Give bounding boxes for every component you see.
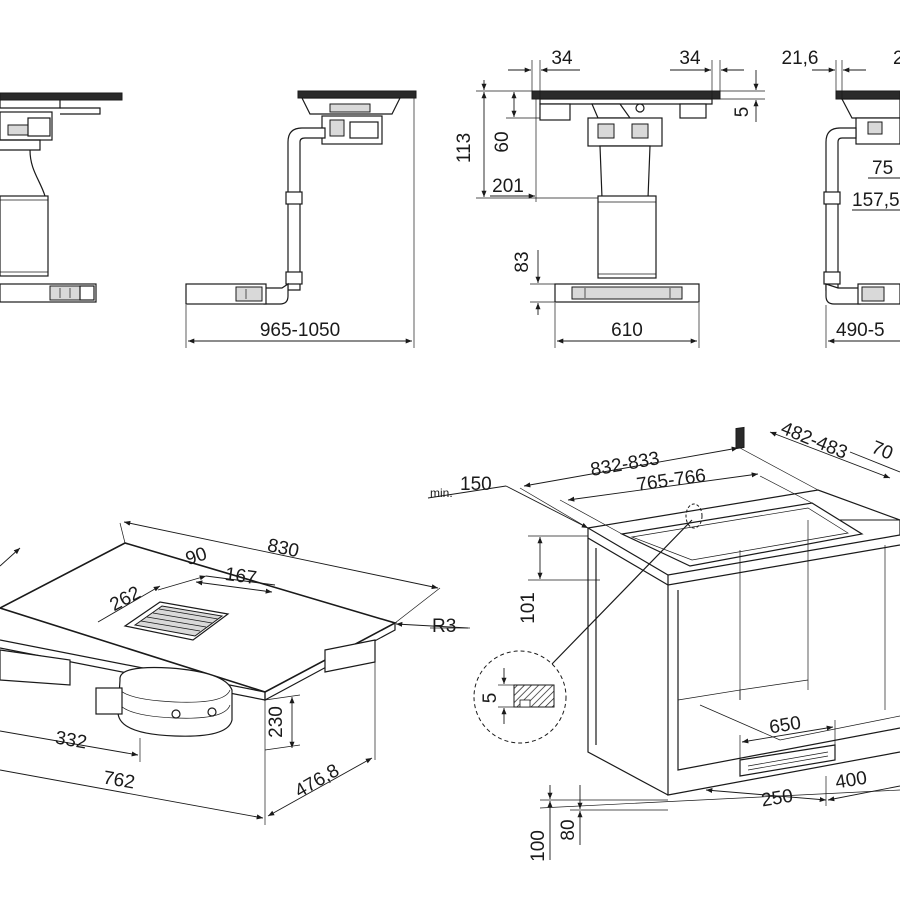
- dim-label-650: 650: [768, 713, 803, 739]
- dim-label-60: 60: [492, 131, 513, 152]
- view-side-right: [823, 90, 900, 305]
- dim-label-101: 101: [518, 592, 539, 624]
- dim-label-34-right: 34: [679, 48, 701, 69]
- view-cabinet-iso: [473, 426, 900, 796]
- dim-label-100: 100: [528, 830, 549, 862]
- dim-label-150: 150: [460, 474, 492, 495]
- dim-label-830: 830: [265, 535, 300, 562]
- dims-cabinet: [427, 431, 900, 860]
- dim-965-1050: [185, 98, 415, 348]
- dim-label-5-top: 5: [732, 107, 753, 118]
- dim-label-201: 201: [492, 176, 524, 197]
- dim-label-34-left: 34: [551, 48, 573, 69]
- view-front-left: [0, 92, 123, 303]
- dim-label-965-1050: 965-1050: [260, 320, 340, 341]
- dim-label-r3: R3: [432, 616, 456, 637]
- dim-label-5-detail: 5: [480, 693, 501, 704]
- dim-label-80: 80: [558, 819, 579, 840]
- dims-view-3: [476, 60, 765, 348]
- dim-label-75: 75: [872, 158, 893, 179]
- dim-label-610: 610: [611, 320, 643, 341]
- dims-cooktop: [0, 520, 470, 825]
- dim-label-230: 230: [266, 706, 287, 738]
- dim-label-83: 83: [512, 251, 533, 272]
- view-front-center: [531, 90, 721, 303]
- view-cooktop-iso: [0, 542, 398, 737]
- dim-label-2-cut: 2: [893, 48, 900, 69]
- dim-label-250: 250: [760, 786, 795, 812]
- dim-label-113: 113: [454, 133, 475, 163]
- view-side-duct: [185, 90, 417, 305]
- dim-label-167: 167: [224, 564, 258, 589]
- dims-view-4: [812, 60, 900, 348]
- dim-label-400: 400: [834, 768, 869, 794]
- dim-label-70: 70: [868, 437, 895, 464]
- dim-label-157-5: 157,5: [852, 190, 900, 211]
- dim-label-21-6: 21,6: [782, 48, 819, 69]
- dim-label-490: 490-5: [836, 320, 885, 341]
- dim-label-min-prefix: min.: [430, 486, 453, 500]
- dim-label-332: 332: [54, 727, 89, 753]
- dim-label-476-8: 476,8: [291, 760, 343, 802]
- dim-label-482-483: 482-483: [778, 418, 851, 464]
